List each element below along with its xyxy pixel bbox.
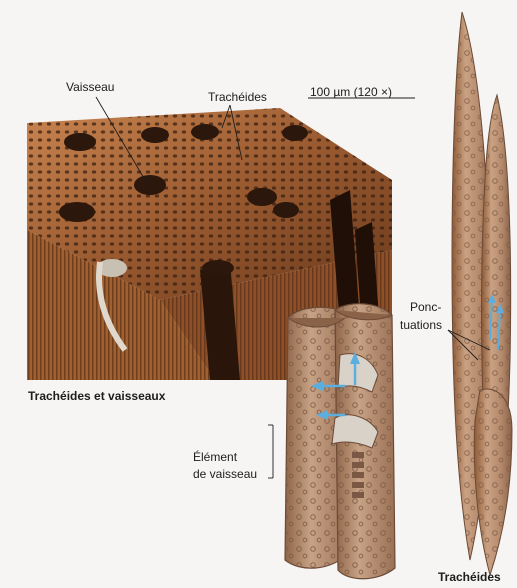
vessel-element-drawing [285, 304, 395, 579]
label-ponctuations-line2: tuations [400, 318, 442, 332]
caption-tracheides-et-vaisseaux: Trachéides et vaisseaux [28, 389, 165, 403]
label-vaisseau: Vaisseau [66, 80, 114, 94]
label-tracheides-top: Trachéides [208, 90, 267, 104]
label-element-line1: Élément [193, 450, 237, 464]
label-ponctuations-line1: Ponc- [410, 300, 441, 314]
scale-bar-label: 100 µm (120 ×) [310, 85, 392, 99]
label-element-line2: de vaisseau [193, 467, 257, 481]
caption-tracheides: Trachéides [438, 570, 501, 584]
tracheids-drawing [452, 12, 512, 575]
